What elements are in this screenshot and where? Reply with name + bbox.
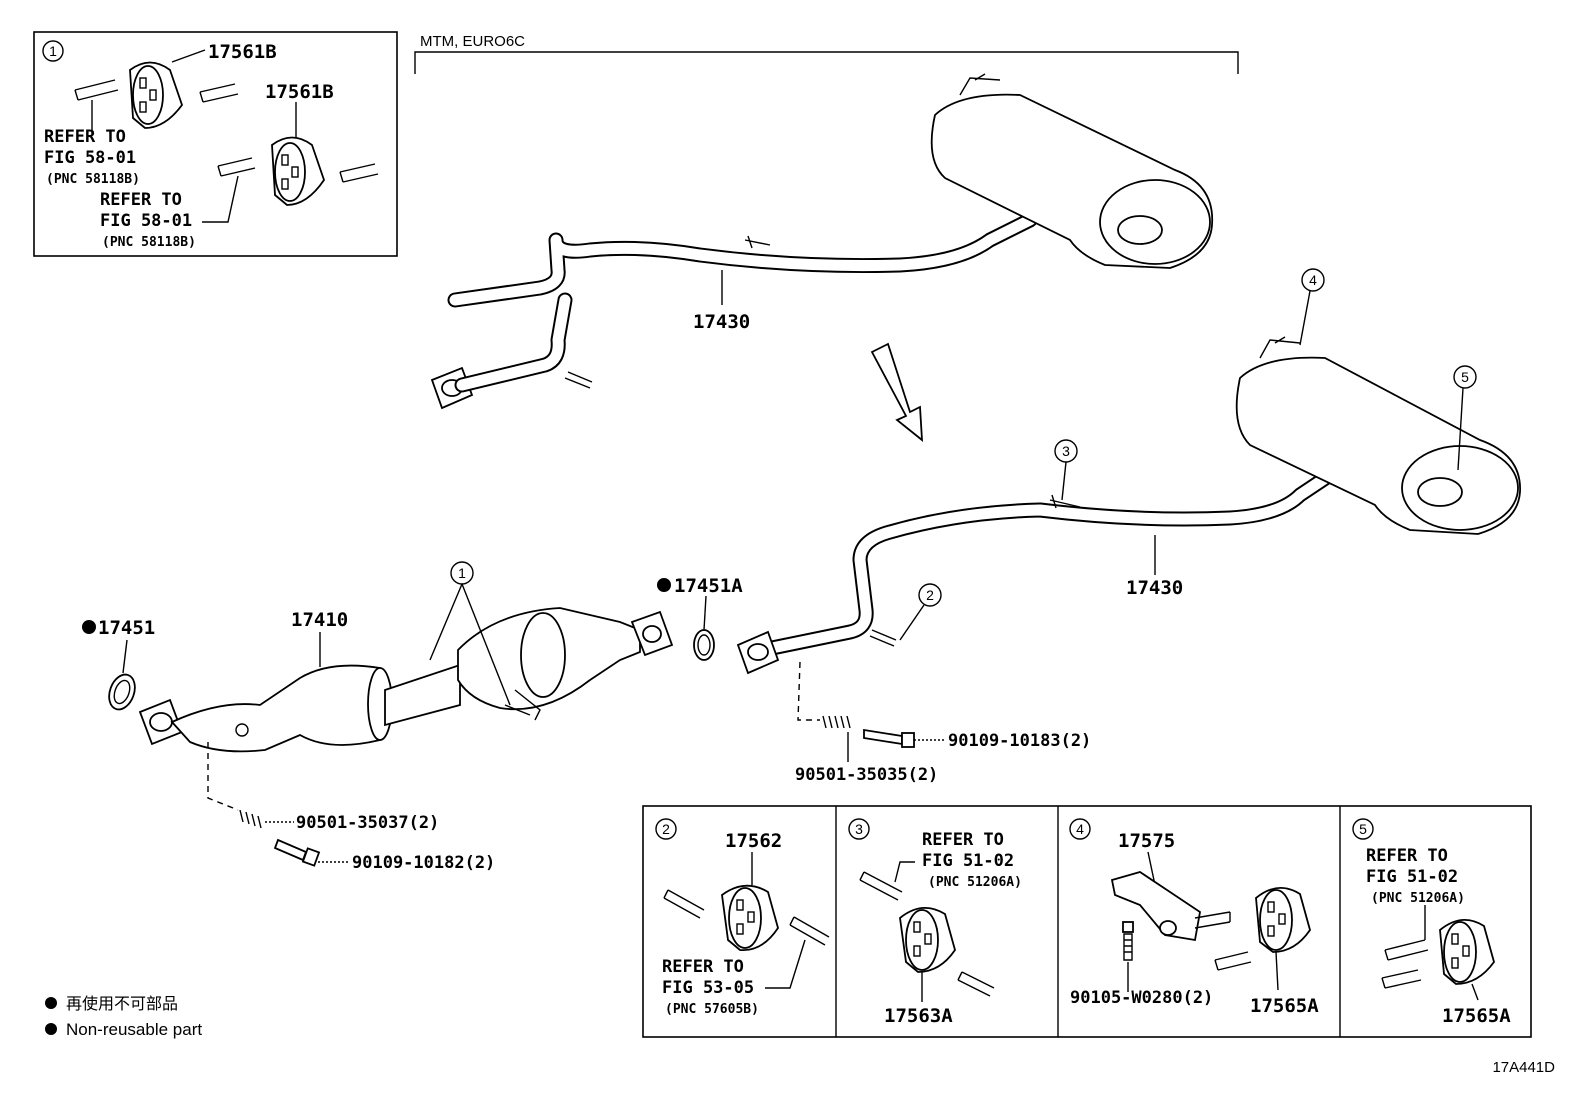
svg-text:3: 3 [1062, 443, 1070, 459]
refer-pnc-label: (PNC 51206A) [1371, 891, 1465, 906]
callout-3: 3 [1054, 439, 1078, 501]
inset-panels: 2 17562 REFER TO FIG 53-05 (PNC 57605B) … [642, 805, 1532, 1038]
callout-number: 1 [49, 43, 57, 59]
part-label-17563A: 17563A [884, 1005, 953, 1027]
down-arrow-icon [870, 342, 924, 442]
part-label-17410: 17410 [291, 609, 348, 631]
part-label-17565A: 17565A [1442, 1005, 1511, 1027]
inset-box-1: 1 17561B REFER TO FIG 58-01 (PNC 58118B)… [33, 31, 398, 257]
refer-pnc-label: (PNC 58118B) [46, 172, 140, 187]
svg-text:3: 3 [855, 821, 863, 837]
refer-pnc-label: (PNC 57605B) [665, 1002, 759, 1017]
inset-box-4: 4 17575 90105-W0280(2) [1069, 818, 1319, 1017]
part-label-90501-35035: 90501-35035(2) [795, 765, 938, 785]
non-reusable-dot-icon [45, 997, 57, 1009]
inset-box-5: 5 REFER TO FIG 51-02 (PNC 51206A) 17565A [1352, 818, 1511, 1027]
refer-fig-label: FIG 58-01 [44, 148, 136, 168]
callout-circle-1 [42, 40, 64, 62]
part-label-90109-10183: 90109-10183(2) [948, 731, 1091, 751]
part-label-90109-10182: 90109-10182(2) [352, 853, 495, 873]
svg-text:5: 5 [1461, 369, 1469, 385]
refer-pnc-label: (PNC 58118B) [102, 235, 196, 250]
svg-text:1: 1 [458, 565, 466, 581]
fasteners-rear: 90109-10183(2) 90501-35035(2) [795, 661, 1091, 785]
refer-fig-label: FIG 53-05 [662, 978, 754, 998]
refer-fig-label: FIG 51-02 [1366, 867, 1458, 887]
part-label-17565A: 17565A [1250, 995, 1319, 1017]
legend-jp: 再使用不可部品 [66, 995, 178, 1013]
legend-en: Non-reusable part [66, 1020, 202, 1039]
part-label-17430-lower: 17430 [1126, 577, 1183, 599]
bracket-icon [1110, 871, 1231, 942]
front-pipe-converter: 17410 1 [138, 561, 674, 753]
part-label-17561B: 17561B [208, 41, 277, 63]
muffler-icon [1235, 336, 1521, 535]
fasteners-front: 90501-35037(2) 90109-10182(2) [207, 742, 495, 873]
part-label-17561B: 17561B [265, 81, 334, 103]
refer-fig-label: FIG 51-02 [922, 851, 1014, 871]
callout-2: 2 [899, 583, 942, 641]
gasket-17451A: 17451A [657, 575, 743, 661]
rubber-bushing-icon [899, 907, 956, 973]
non-reusable-dot-icon [45, 1023, 57, 1035]
non-reusable-dot-icon [657, 578, 671, 592]
refer-to-label: REFER TO [44, 127, 126, 147]
refer-to-label: REFER TO [662, 957, 744, 977]
callout-5: 5 [1453, 365, 1477, 471]
spring-icon [822, 715, 851, 729]
part-label-17451A: 17451A [674, 575, 743, 597]
bolt-icon [1122, 921, 1134, 961]
refer-fig-label: FIG 58-01 [100, 211, 192, 231]
rubber-bushing-icon [271, 136, 325, 206]
part-label-90501-35037: 90501-35037(2) [296, 813, 439, 833]
svg-text:2: 2 [926, 587, 934, 603]
spring-icon [239, 809, 262, 829]
rubber-bushing-icon [129, 61, 184, 129]
part-label-17430-top: 17430 [693, 311, 750, 333]
part-label-17575: 17575 [1118, 830, 1175, 852]
part-label-17562: 17562 [725, 830, 782, 852]
svg-text:2: 2 [662, 821, 670, 837]
diagram-code: 17A441D [1492, 1059, 1555, 1076]
inset-box-3: 3 REFER TO FIG 51-02 (PNC 51206A) 17563A [848, 818, 1022, 1027]
refer-to-label: REFER TO [1366, 846, 1448, 866]
inset-box-2: 2 17562 REFER TO FIG 53-05 (PNC 57605B) [655, 818, 830, 1017]
non-reusable-dot-icon [82, 620, 96, 634]
legend: 再使用不可部品 Non-reusable part [45, 995, 202, 1039]
flange-icon [630, 610, 674, 657]
refer-pnc-label: (PNC 51206A) [928, 875, 1022, 890]
callout-4: 4 [1299, 268, 1325, 346]
muffler-icon [930, 73, 1214, 269]
variant-label: MTM, EURO6C [420, 33, 525, 50]
svg-text:4: 4 [1076, 821, 1084, 837]
rubber-bushing-icon [1439, 919, 1495, 985]
bolt-icon [273, 838, 321, 867]
part-label-90105-W0280: 90105-W0280(2) [1070, 988, 1213, 1008]
bolt-icon [863, 728, 915, 748]
variant-bracket: MTM, EURO6C [414, 33, 1239, 74]
tailpipe-assembly-top: 17430 [430, 73, 1214, 410]
tailpipe-assembly-lower: 17430 2 3 4 5 [736, 268, 1521, 675]
rubber-bushing-icon [721, 884, 779, 951]
refer-to-label: REFER TO [100, 190, 182, 210]
gasket-17451: 17451 [82, 617, 155, 711]
rubber-bushing-icon [1255, 887, 1311, 953]
refer-to-label: REFER TO [922, 830, 1004, 850]
svg-text:5: 5 [1359, 821, 1367, 837]
svg-text:4: 4 [1309, 272, 1317, 288]
callout-1: 1 [429, 561, 511, 706]
flange-icon [736, 630, 780, 675]
part-label-17451: 17451 [98, 617, 155, 639]
